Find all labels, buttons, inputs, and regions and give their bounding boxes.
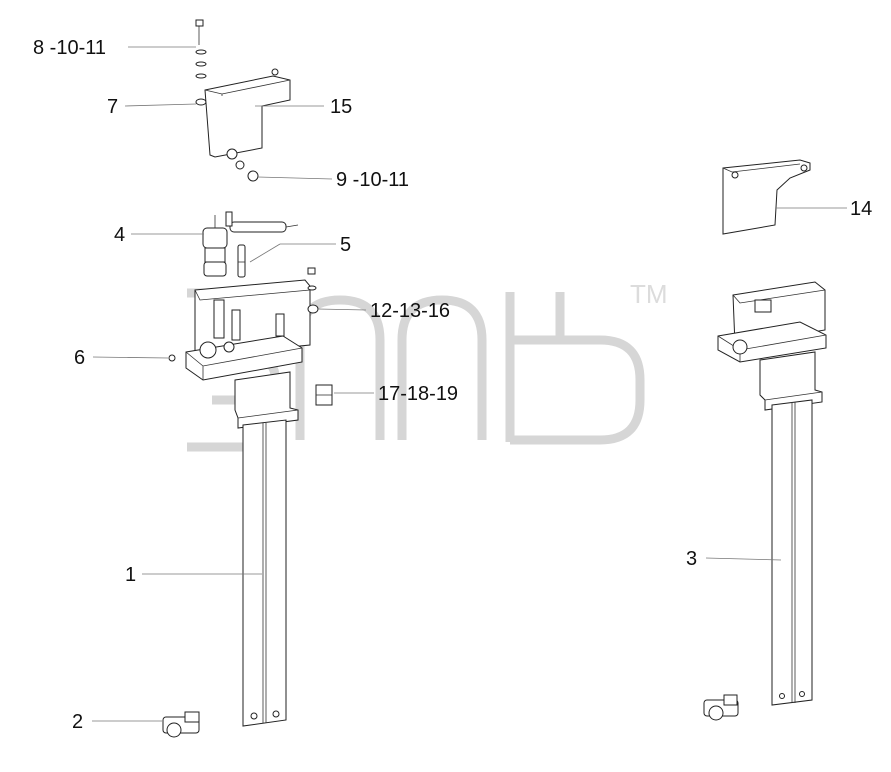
foot-2 <box>162 711 200 738</box>
callout-label-7: 7 <box>107 96 118 118</box>
rod-5 <box>237 244 246 278</box>
callout-label-6: 6 <box>74 347 85 369</box>
callout-label-15: 15 <box>330 96 352 118</box>
callout-label-2: 2 <box>72 711 83 733</box>
callout-label-4: 4 <box>114 224 125 246</box>
leader-lines <box>92 46 847 722</box>
column-assembly-1 <box>168 267 333 727</box>
callout-label-17-18-19: 17-18-19 <box>378 383 458 405</box>
column-assembly-3 <box>717 281 827 706</box>
callout-label-1: 1 <box>125 564 136 586</box>
cover-plate-15 <box>195 19 291 182</box>
callout-label-8-10-11: 8 -10-11 <box>33 37 106 59</box>
callout-label-9-10-11: 9 -10-11 <box>336 169 409 191</box>
lock-assembly-4 <box>202 211 299 277</box>
foot-right <box>703 694 739 721</box>
callout-label-5: 5 <box>340 234 351 256</box>
watermark-trademark: TM <box>630 279 668 309</box>
callout-labels: 8 -10-11 7 15 9 -10-11 14 4 5 12-13-16 6… <box>33 37 872 733</box>
callout-label-14: 14 <box>850 198 872 220</box>
callout-label-3: 3 <box>686 548 697 570</box>
cover-plate-14 <box>722 159 811 235</box>
callout-label-12-13-16: 12-13-16 <box>370 300 450 322</box>
